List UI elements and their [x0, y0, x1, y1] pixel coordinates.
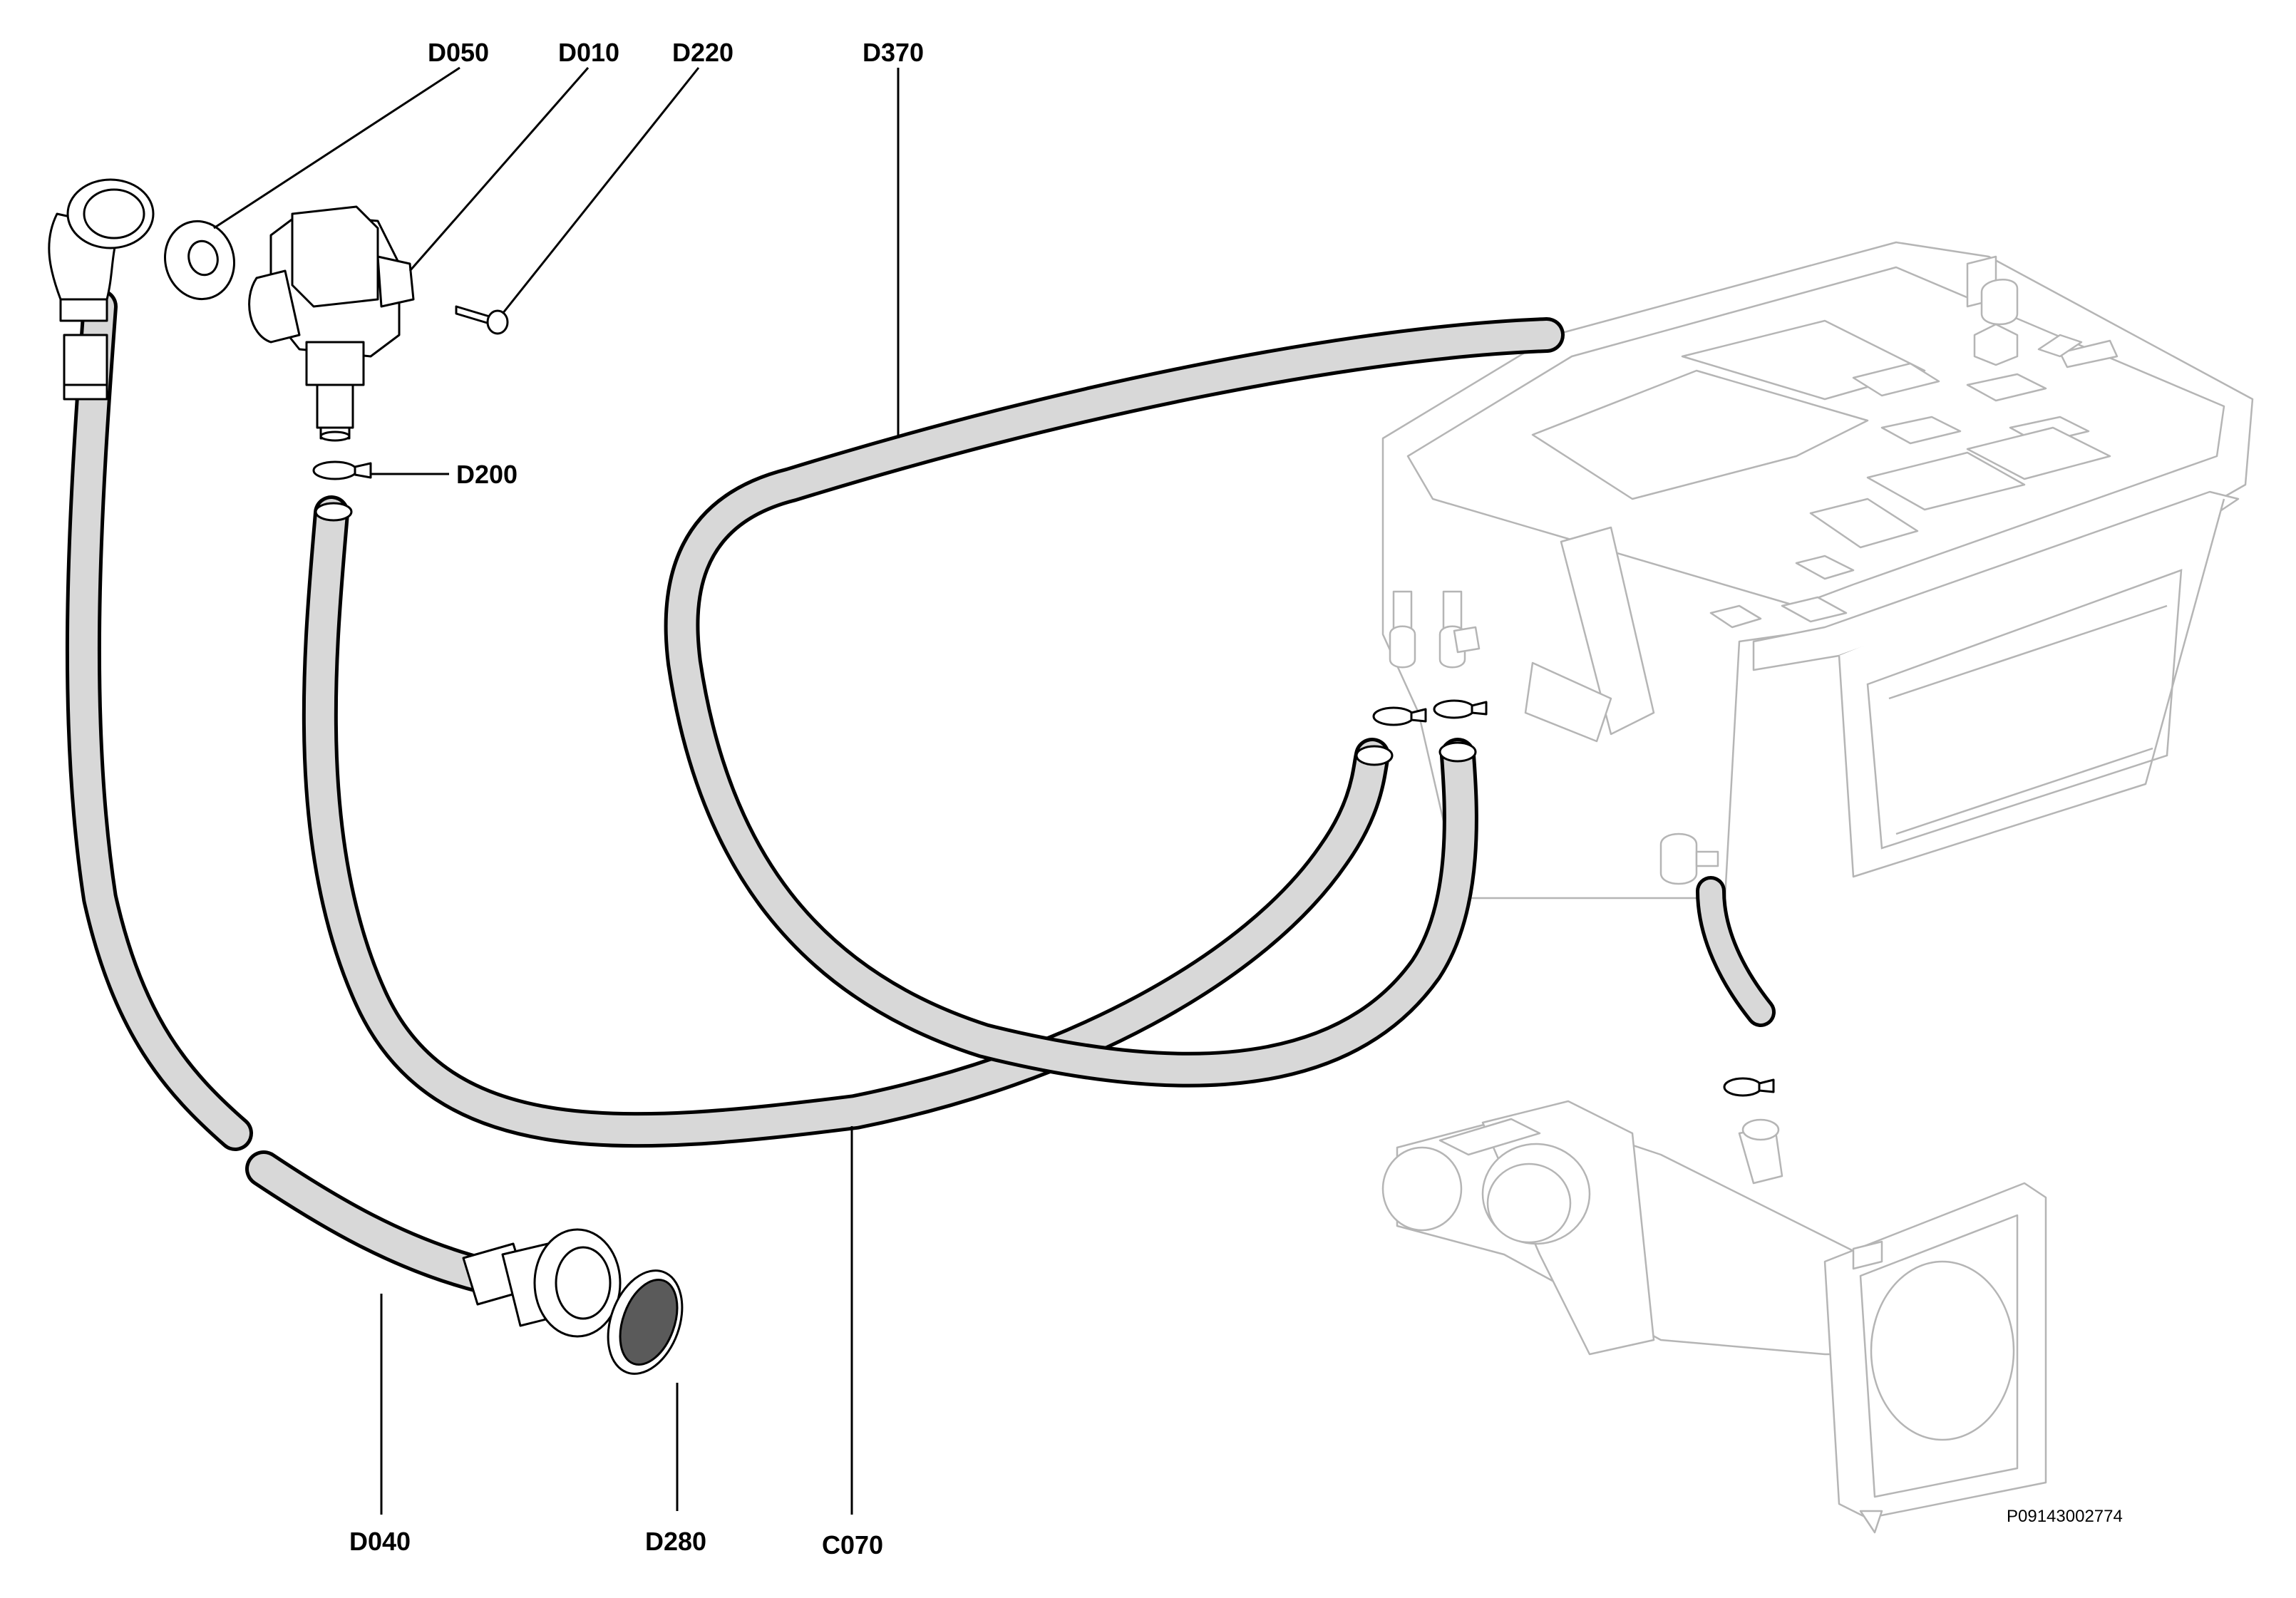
- hose-clamp-upper: [312, 460, 372, 480]
- inlet-hose: [48, 178, 622, 1338]
- leader-lines: [213, 66, 900, 1515]
- hose-clamp-lower: [1723, 1077, 1775, 1097]
- label-d200: D200: [456, 460, 518, 489]
- hose-clamp-mid-right: [1433, 699, 1488, 719]
- label-d050: D050: [428, 38, 489, 67]
- label-d010: D010: [558, 38, 619, 67]
- hose-ends: [314, 502, 1477, 766]
- document-id: P09143002774: [2007, 1507, 2123, 1526]
- vent-hose: [1696, 876, 1776, 1027]
- screw: [455, 305, 509, 335]
- washer: [163, 220, 236, 301]
- filter-disc: [607, 1269, 684, 1375]
- hose-clamp-mid-left: [1372, 706, 1427, 726]
- label-d220: D220: [672, 38, 733, 67]
- label-d370: D370: [863, 38, 924, 67]
- dispenser-housing: [1381, 241, 2254, 899]
- label-c070: C070: [822, 1530, 883, 1560]
- inlet-valve: [248, 205, 415, 442]
- label-d040: D040: [349, 1527, 411, 1556]
- valve-to-dispenser-hose: [302, 495, 1390, 1148]
- sump-assembly: [1381, 1100, 2047, 1534]
- label-d280: D280: [645, 1527, 706, 1556]
- loop-hose: [664, 317, 1565, 1088]
